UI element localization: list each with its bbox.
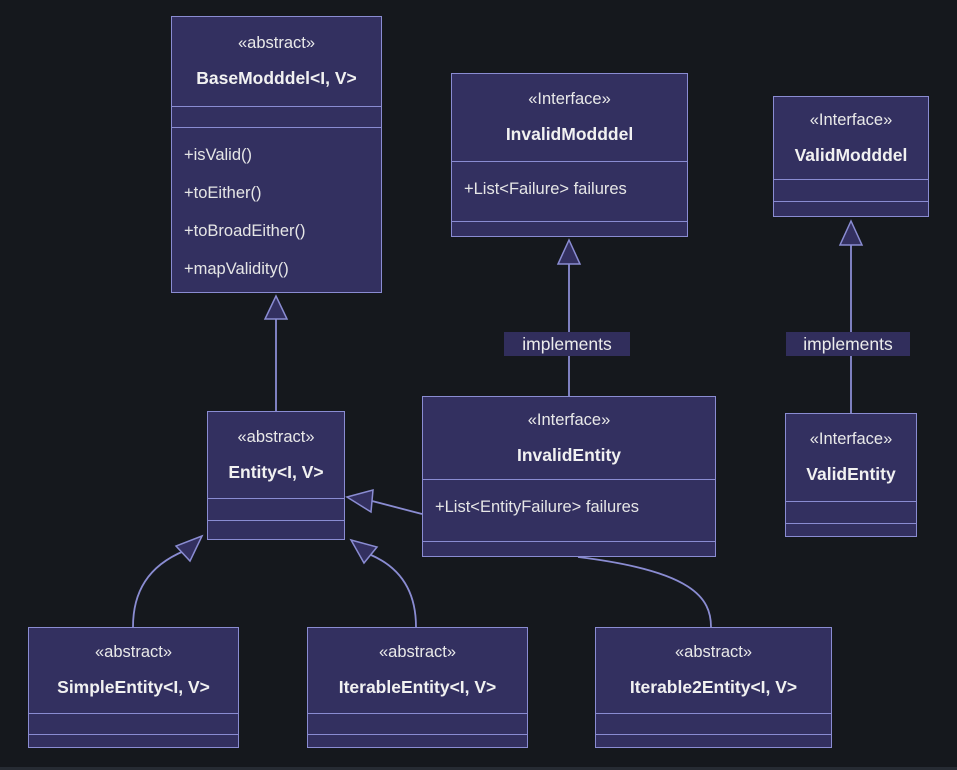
class-header: «abstract» Entity<I, V> [208,412,344,498]
stereotype-label: «Interface» [809,430,893,448]
methods-section [308,734,527,747]
class-header: «Interface» InvalidModddel [452,74,687,161]
class-header: «abstract» IterableEntity<I, V> [308,628,527,713]
class-name: Entity<I, V> [228,461,324,482]
class-box-validmodddel: «Interface» ValidModddel [773,96,929,217]
window-bottom-edge [0,767,957,770]
methods-section [452,221,687,236]
methods-section [786,523,916,536]
attributes-section [172,106,381,127]
class-header: «Interface» ValidModddel [774,97,928,179]
attribute-row: +List<Failure> failures [464,180,627,198]
class-name: InvalidModddel [505,124,634,144]
edge-iterable2entity-to-entity [577,556,712,628]
class-header: «abstract» Iterable2Entity<I, V> [596,628,831,713]
method-row: +toBroadEither() [184,222,306,240]
class-name: SimpleEntity<I, V> [57,677,210,697]
attributes-section: +List<Failure> failures [452,161,687,221]
edge-label-implements-right: implements [786,332,910,356]
class-name: IterableEntity<I, V> [338,677,497,697]
inheritance-arrowhead-validmodddel [838,219,864,246]
edge-invalidentity-to-entity [371,500,423,515]
stereotype-label: «abstract» [674,643,753,661]
inheritance-arrowhead-basemodddel [263,294,289,320]
method-row: +isValid() [184,146,253,164]
edge-iterableentity-to-entity [370,554,417,628]
class-box-invalidentity: «Interface» InvalidEntity +List<EntityFa… [422,396,716,557]
method-row: +mapValidity() [184,260,289,278]
attribute-row: +List<EntityFailure> failures [435,498,640,516]
class-header: «abstract» BaseModddel<I, V> [172,17,381,106]
class-name: BaseModddel<I, V> [196,68,357,88]
class-header: «abstract» SimpleEntity<I, V> [29,628,238,713]
class-box-entity: «abstract» Entity<I, V> [207,411,345,540]
stereotype-label: «abstract» [237,427,315,446]
inheritance-arrowhead-invalidmodddel [556,238,582,265]
methods-section [29,734,238,747]
attributes-section [596,713,831,734]
class-header: «Interface» InvalidEntity [423,397,715,479]
methods-section [208,520,344,539]
methods-section [596,734,831,747]
attributes-section [29,713,238,734]
attributes-section [774,179,928,201]
class-name: InvalidEntity [516,444,622,465]
class-box-iterable2entity: «abstract» Iterable2Entity<I, V> [595,627,832,748]
stereotype-label: «Interface» [809,110,893,129]
stereotype-label: «abstract» [94,643,173,661]
stereotype-label: «abstract» [237,34,316,52]
methods-section [774,201,928,216]
attributes-section: +List<EntityFailure> failures [423,479,715,541]
inheritance-arrowhead-entity-right [345,488,374,514]
class-box-invalidmodddel: «Interface» InvalidModddel +List<Failure… [451,73,688,237]
class-name: Iterable2Entity<I, V> [629,677,798,697]
stereotype-label: «abstract» [378,643,457,661]
inheritance-arrowhead-entity-bottom [349,538,379,565]
class-box-basemodddel: «abstract» BaseModddel<I, V> +isValid() … [171,16,382,293]
class-name: ValidModddel [794,144,908,165]
attributes-section [786,501,916,523]
methods-section: +isValid() +toEither() +toBroadEither() … [172,127,381,292]
method-row: +toEither() [184,184,262,202]
stereotype-label: «Interface» [528,90,611,108]
class-header: «Interface» ValidEntity [786,414,916,501]
edge-simpleentity-to-entity [132,550,185,628]
methods-section [423,541,715,556]
inheritance-arrowhead-entity-left [174,534,204,563]
edge-label-implements-left: implements [504,332,630,356]
class-box-iterableentity: «abstract» IterableEntity<I, V> [307,627,528,748]
attributes-section [308,713,527,734]
class-box-simpleentity: «abstract» SimpleEntity<I, V> [28,627,239,748]
class-name: ValidEntity [806,464,896,484]
stereotype-label: «Interface» [527,410,611,429]
attributes-section [208,498,344,520]
class-box-validentity: «Interface» ValidEntity [785,413,917,537]
